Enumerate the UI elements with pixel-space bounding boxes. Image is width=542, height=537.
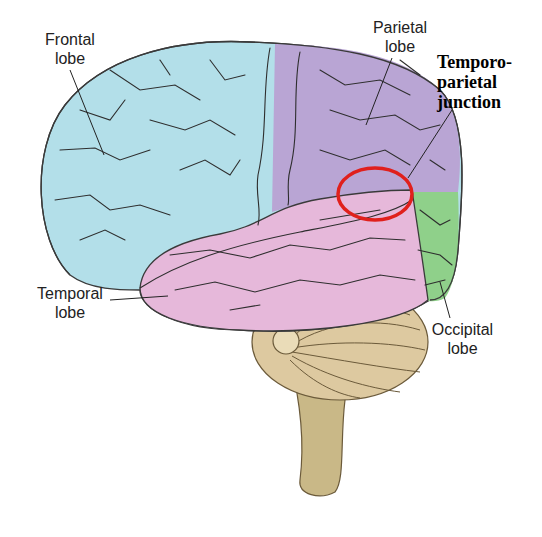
leader-lines (70, 58, 452, 318)
lobe-label: Frontal lobe (30, 30, 110, 68)
lobe-label: Occipital lobe (415, 320, 510, 358)
temporal-lobe-region (140, 190, 428, 331)
lobe-label: Temporo-parietal junction (437, 52, 537, 112)
lobe-label: Temporal lobe (25, 284, 115, 322)
lobe-label: Parietal lobe (360, 18, 440, 56)
sulci (55, 48, 452, 310)
frontal-lobe-region (41, 42, 462, 332)
brain-outline (41, 42, 462, 300)
tpj-marker-circle (338, 168, 412, 220)
parietal-lobe-region (272, 44, 460, 212)
